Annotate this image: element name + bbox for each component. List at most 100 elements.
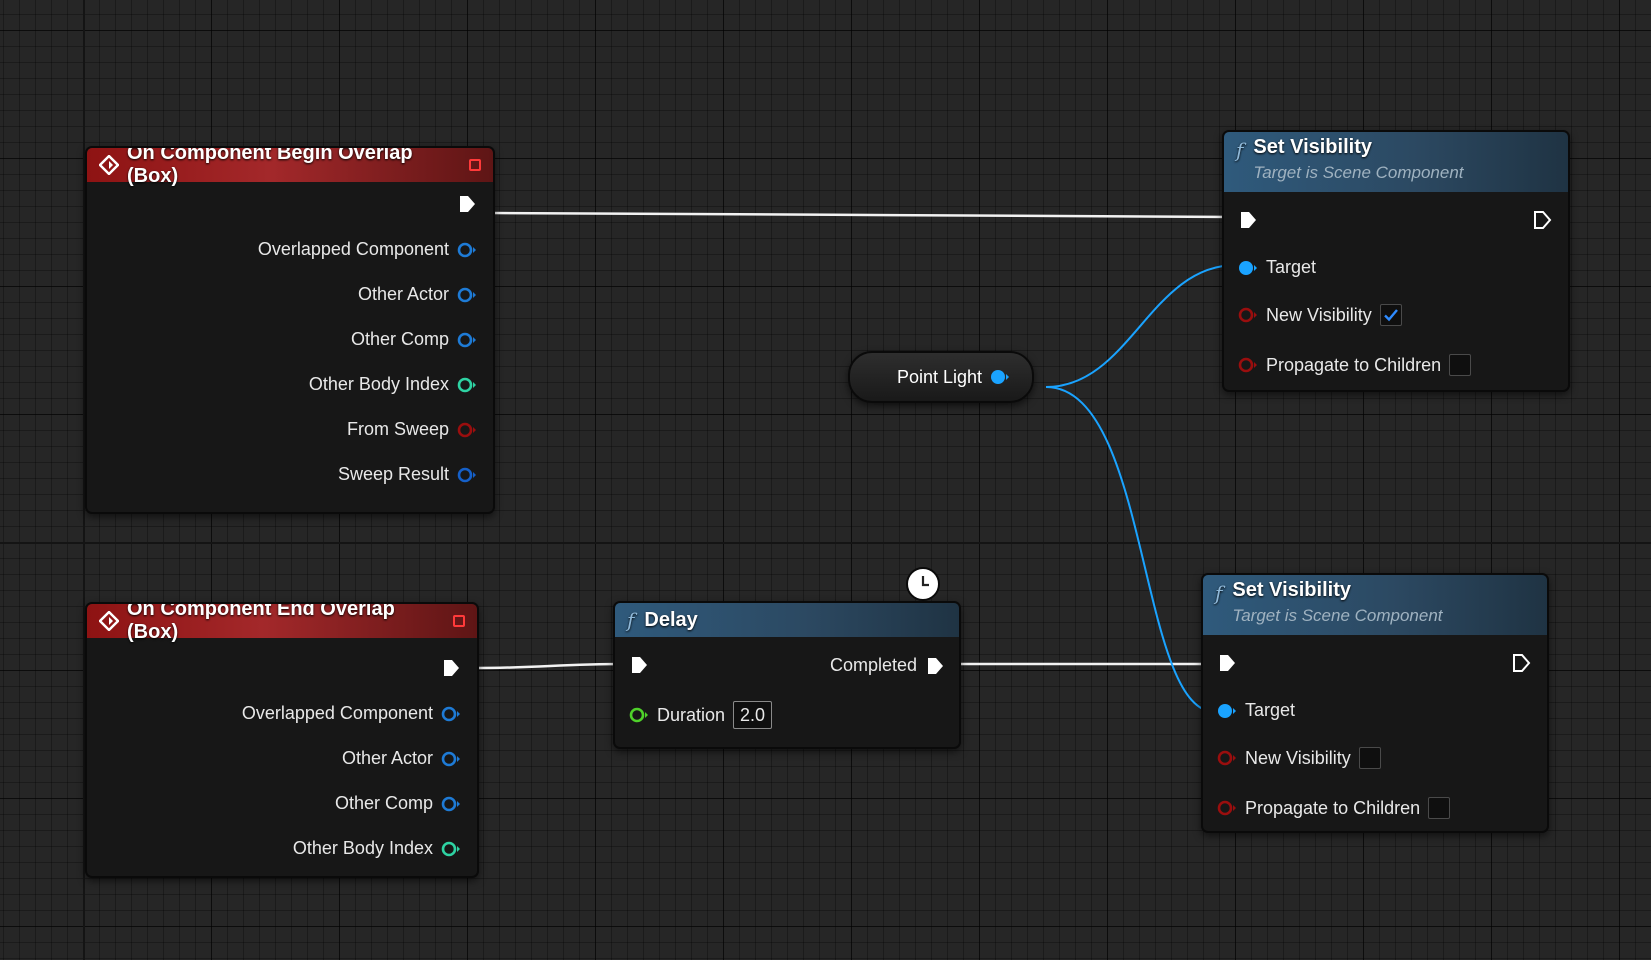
struct-pin-icon[interactable] — [457, 465, 477, 485]
exec-in-icon[interactable] — [1217, 653, 1237, 673]
node-subtitle: Target is Scene Component — [1232, 606, 1443, 625]
object-pin-icon[interactable] — [457, 285, 477, 305]
pin-label: Completed — [829, 655, 917, 675]
exec-out-icon[interactable] — [1511, 653, 1531, 673]
pin-label: Other Actor — [341, 748, 433, 768]
exec-output-pin[interactable] — [1511, 653, 1531, 673]
exec-out-icon[interactable] — [1532, 210, 1552, 230]
function-icon: f — [1236, 138, 1244, 162]
pin-label: Duration — [657, 704, 726, 725]
object-wire-light-to-setvis2[interactable] — [1045, 386, 1216, 713]
node-header[interactable]: f Set Visibility Target is Scene Compone… — [1224, 132, 1568, 192]
variable-label: Point Light — [896, 366, 982, 387]
object-pin-icon[interactable] — [990, 367, 1010, 387]
pin-row: Other Body Index — [309, 374, 477, 395]
bool-pin-icon[interactable] — [457, 420, 477, 440]
new-visibility-checkbox[interactable] — [1358, 747, 1381, 769]
exec-input-pin[interactable] — [1217, 653, 1237, 673]
node-title: Set Visibility — [1232, 579, 1351, 601]
exec-out-icon[interactable] — [457, 194, 477, 214]
pin-label: Overlapped Component — [241, 703, 433, 723]
object-pin-icon[interactable] — [441, 704, 461, 724]
node-header[interactable]: f Set Visibility Target is Scene Compone… — [1203, 575, 1547, 635]
object-pin-icon[interactable] — [441, 794, 461, 814]
pin-row: Sweep Result — [338, 464, 477, 485]
exec-wire-begin-to-setvis1[interactable] — [492, 211, 1237, 219]
int-pin-icon[interactable] — [441, 839, 461, 859]
exec-input-pin[interactable] — [1238, 210, 1258, 230]
function-node-set-visibility-2[interactable]: f Set Visibility Target is Scene Compone… — [1201, 573, 1549, 833]
function-node-set-visibility-1[interactable]: f Set Visibility Target is Scene Compone… — [1222, 130, 1570, 392]
exec-out-icon[interactable] — [925, 656, 945, 676]
pin-label: Target — [1266, 257, 1317, 277]
bool-pin-icon[interactable] — [1238, 305, 1258, 325]
function-node-delay[interactable]: f Delay Completed Duration 2.0 — [613, 601, 961, 749]
event-diamond-icon — [99, 155, 119, 175]
object-wire-light-to-setvis1[interactable] — [1045, 264, 1237, 388]
variable-node-point-light[interactable]: Point Light — [848, 351, 1034, 403]
node-header[interactable]: On Component End Overlap (Box) — [87, 604, 477, 643]
event-node-begin-overlap[interactable]: On Component Begin Overlap (Box) Overlap… — [85, 146, 495, 514]
pin-row: From Sweep — [347, 419, 477, 440]
pin-row: Other Actor — [342, 748, 461, 769]
clock-icon — [906, 567, 940, 601]
pin-label: Other Actor — [357, 284, 449, 304]
exec-in-icon[interactable] — [629, 655, 649, 675]
object-pin-icon[interactable] — [1238, 258, 1258, 278]
object-pin-icon[interactable] — [441, 749, 461, 769]
pin-row: Other Body Index — [293, 838, 461, 859]
float-pin-icon[interactable] — [629, 705, 649, 725]
pin-label: New Visibility — [1266, 304, 1372, 325]
pin-label: New Visibility — [1245, 747, 1351, 768]
pin-row: Other Comp — [335, 793, 461, 814]
node-title: Delay — [644, 608, 698, 631]
propagate-pin-row: Propagate to Children — [1217, 797, 1451, 819]
target-pin-row: Target — [1238, 257, 1316, 278]
replicated-badge-icon — [469, 159, 481, 171]
node-title: On Component Begin Overlap (Box) — [127, 146, 413, 187]
object-pin-icon[interactable] — [457, 240, 477, 260]
exec-wire-end-to-delay[interactable] — [475, 662, 626, 670]
exec-input-pin[interactable] — [629, 655, 649, 675]
pin-label: Sweep Result — [337, 464, 449, 484]
int-pin-icon[interactable] — [457, 375, 477, 395]
exec-out-icon[interactable] — [441, 658, 461, 678]
function-icon: f — [1215, 581, 1223, 605]
propagate-checkbox[interactable] — [1428, 797, 1451, 819]
pin-label: Other Comp — [334, 793, 433, 813]
object-pin-icon[interactable] — [1217, 701, 1237, 721]
replicated-badge-icon — [453, 615, 465, 627]
pin-label: Other Comp — [350, 329, 449, 349]
pin-row: Other Actor — [358, 284, 477, 305]
pin-label: Overlapped Component — [257, 239, 449, 259]
node-header[interactable]: On Component Begin Overlap (Box) — [87, 148, 493, 187]
node-title: Set Visibility — [1253, 136, 1372, 158]
duration-input[interactable]: 2.0 — [733, 701, 773, 729]
function-icon: f — [627, 608, 635, 632]
bool-pin-icon[interactable] — [1217, 798, 1237, 818]
event-node-end-overlap[interactable]: On Component End Overlap (Box) Overlappe… — [85, 602, 479, 878]
propagate-checkbox[interactable] — [1449, 354, 1472, 376]
pin-row: Overlapped Component — [258, 239, 477, 260]
propagate-pin-row: Propagate to Children — [1238, 354, 1472, 376]
check-icon — [1383, 309, 1398, 322]
exec-output-pin[interactable] — [1532, 210, 1552, 230]
pin-label: Other Body Index — [292, 838, 433, 858]
node-title: On Component End Overlap (Box) — [127, 602, 395, 643]
object-pin-icon[interactable] — [457, 330, 477, 350]
pin-label: Propagate to Children — [1266, 354, 1442, 375]
new-visibility-checkbox[interactable] — [1379, 304, 1402, 326]
pin-label: Propagate to Children — [1245, 797, 1421, 818]
bool-pin-icon[interactable] — [1238, 355, 1258, 375]
pin-label: From Sweep — [346, 419, 449, 439]
exec-output-pin[interactable] — [457, 194, 477, 214]
bool-pin-icon[interactable] — [1217, 748, 1237, 768]
exec-output-pin[interactable] — [441, 658, 461, 678]
pin-row: Other Comp — [351, 329, 477, 350]
new-visibility-pin-row: New Visibility — [1238, 304, 1402, 326]
duration-pin-row: Duration 2.0 — [629, 701, 773, 729]
event-diamond-icon — [99, 611, 119, 631]
node-header[interactable]: f Delay — [615, 603, 959, 637]
exec-in-icon[interactable] — [1238, 210, 1258, 230]
